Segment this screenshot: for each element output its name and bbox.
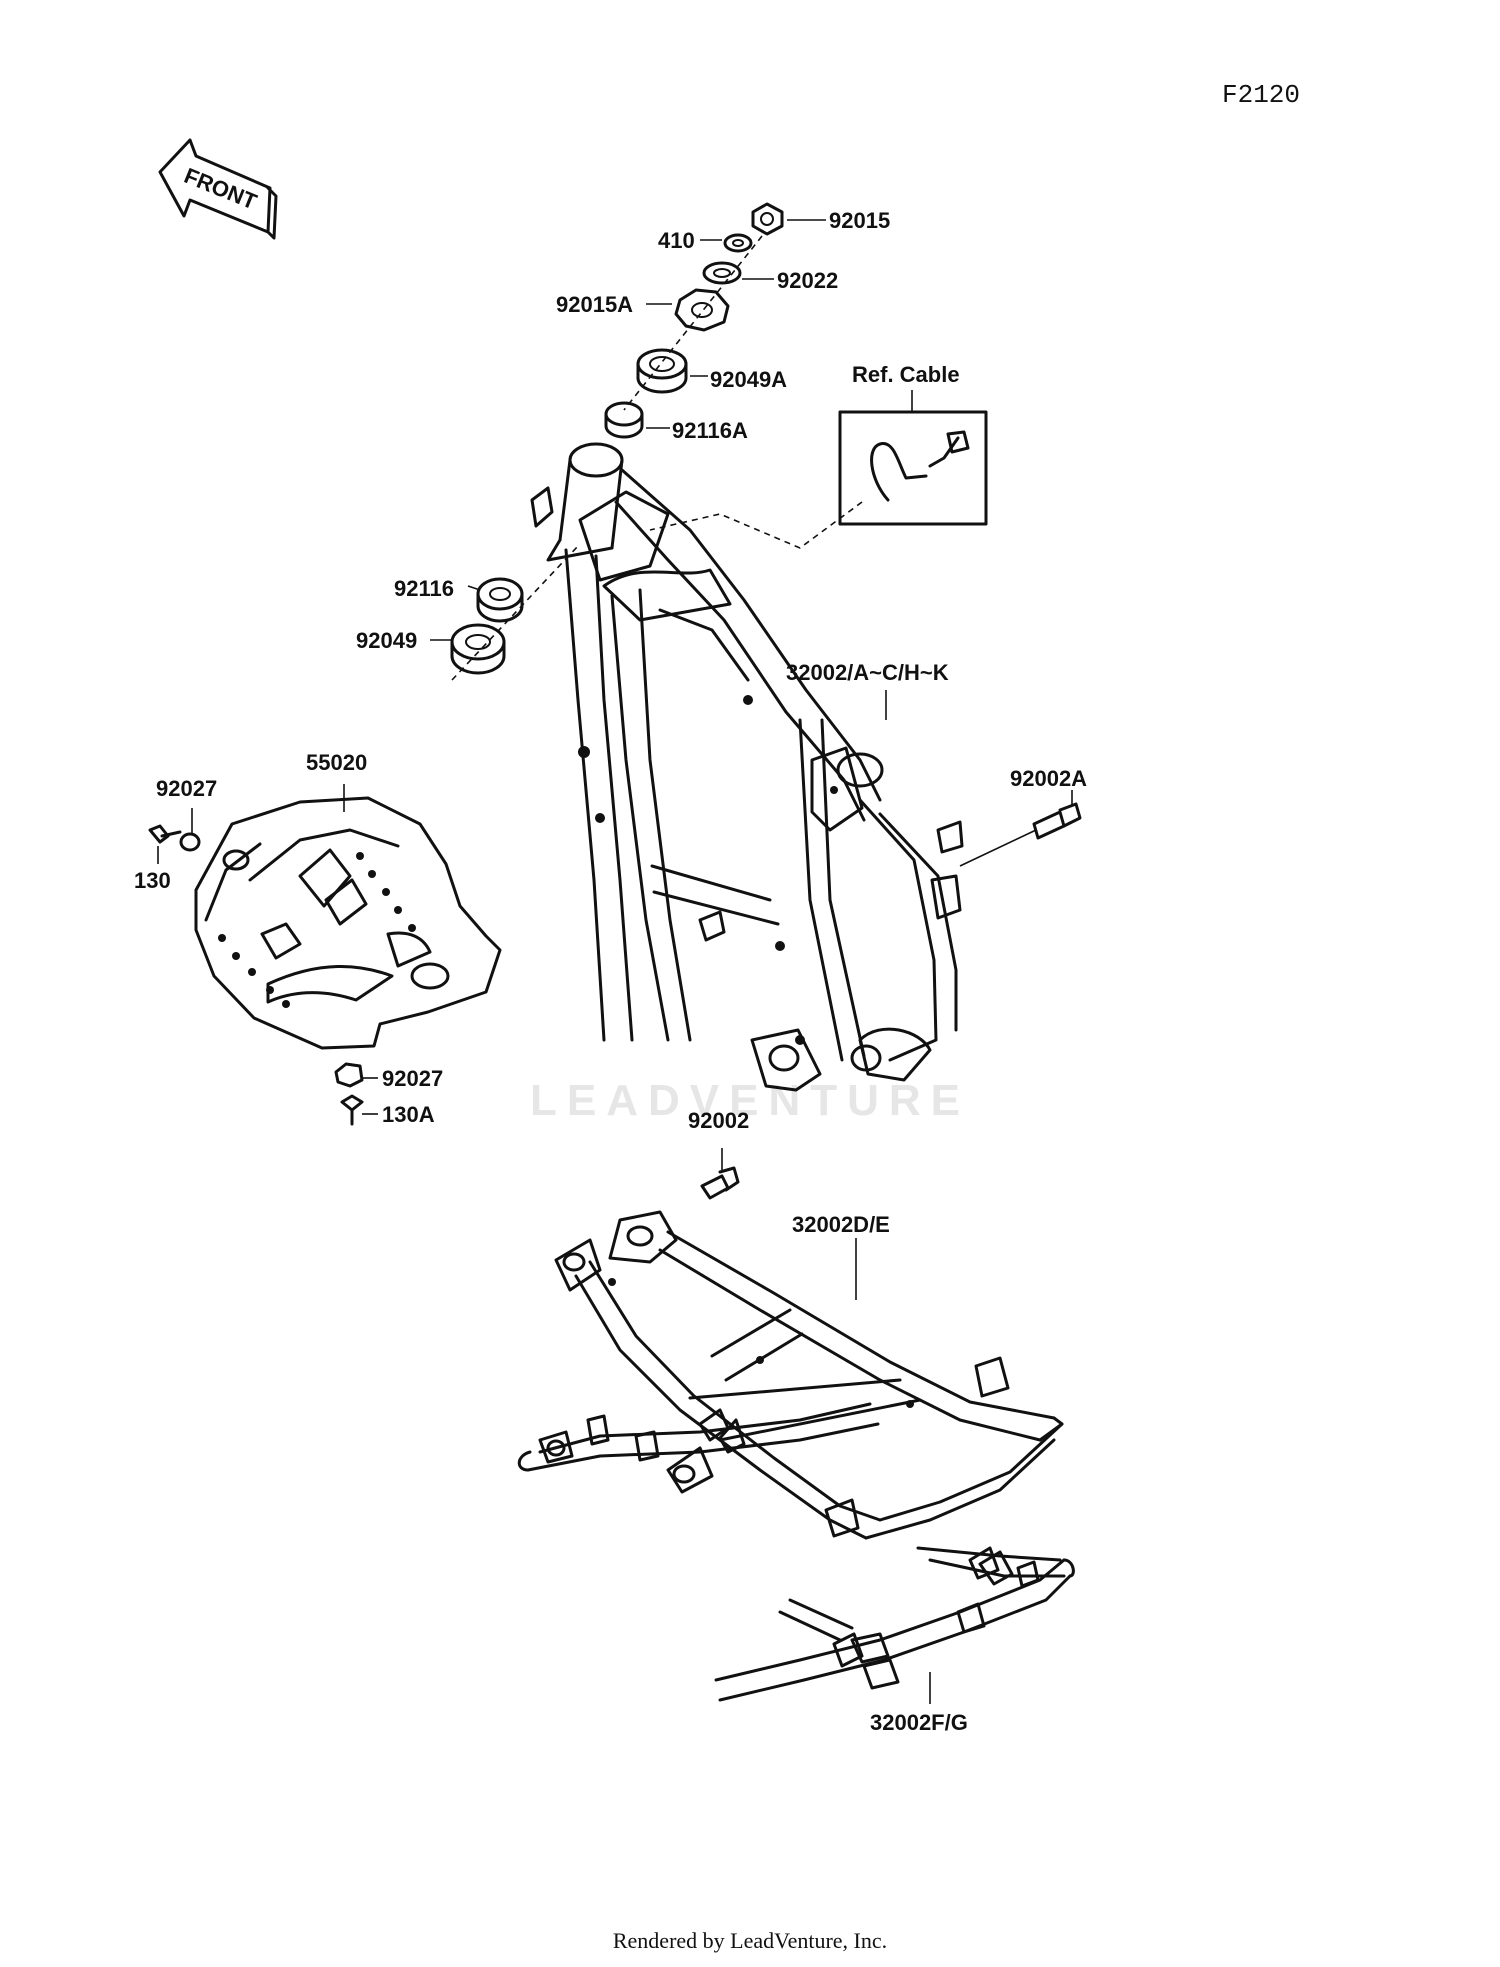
subframe-de	[517, 1210, 1064, 1540]
callout-92015: 92015	[829, 208, 890, 233]
callout-92116: 92116	[394, 576, 454, 601]
callout-92015a: 92015A	[556, 292, 633, 317]
callout-92116a: 92116A	[672, 418, 748, 443]
callout-labels: 92015 410 92022 92015A 92049A 92116A Ref…	[134, 208, 1087, 1735]
callout-92027-top: 92027	[156, 776, 217, 801]
ref-cable-box	[649, 390, 988, 549]
main-frame	[530, 442, 1037, 1092]
watermark: LEADVENTURE	[530, 1076, 970, 1125]
lower-bearing	[430, 545, 579, 681]
subframe-fg	[714, 1546, 1075, 1704]
bolt-92002	[700, 1148, 740, 1200]
footer-credit: Rendered by LeadVenture, Inc.	[613, 1928, 887, 1953]
front-arrow-icon: FRONT	[158, 138, 278, 240]
callout-92049a: 92049A	[710, 367, 787, 392]
diagram-code: F2120	[1222, 80, 1300, 110]
callout-92002: 92002	[688, 1108, 749, 1133]
callout-32002fg: 32002F/G	[870, 1710, 968, 1735]
callout-410: 410	[658, 228, 695, 253]
skid-plate	[194, 784, 502, 1050]
callout-92022: 92022	[777, 268, 838, 293]
steering-stack	[604, 202, 826, 439]
bolt-130a	[334, 1062, 378, 1126]
front-label: FRONT	[181, 163, 261, 215]
callout-32002de: 32002D/E	[792, 1212, 890, 1237]
bolt-92002a	[1032, 790, 1082, 840]
bolt-130	[148, 808, 201, 864]
callout-92002a: 92002A	[1010, 766, 1087, 791]
callout-130: 130	[134, 868, 171, 893]
callout-92027-bottom: 92027	[382, 1066, 443, 1091]
ref-cable-label: Ref. Cable	[852, 362, 960, 387]
callout-92049: 92049	[356, 628, 417, 653]
callout-55020: 55020	[306, 750, 367, 775]
callout-32002-main: 32002/A~C/H~K	[786, 660, 949, 685]
callout-130a: 130A	[382, 1102, 435, 1127]
